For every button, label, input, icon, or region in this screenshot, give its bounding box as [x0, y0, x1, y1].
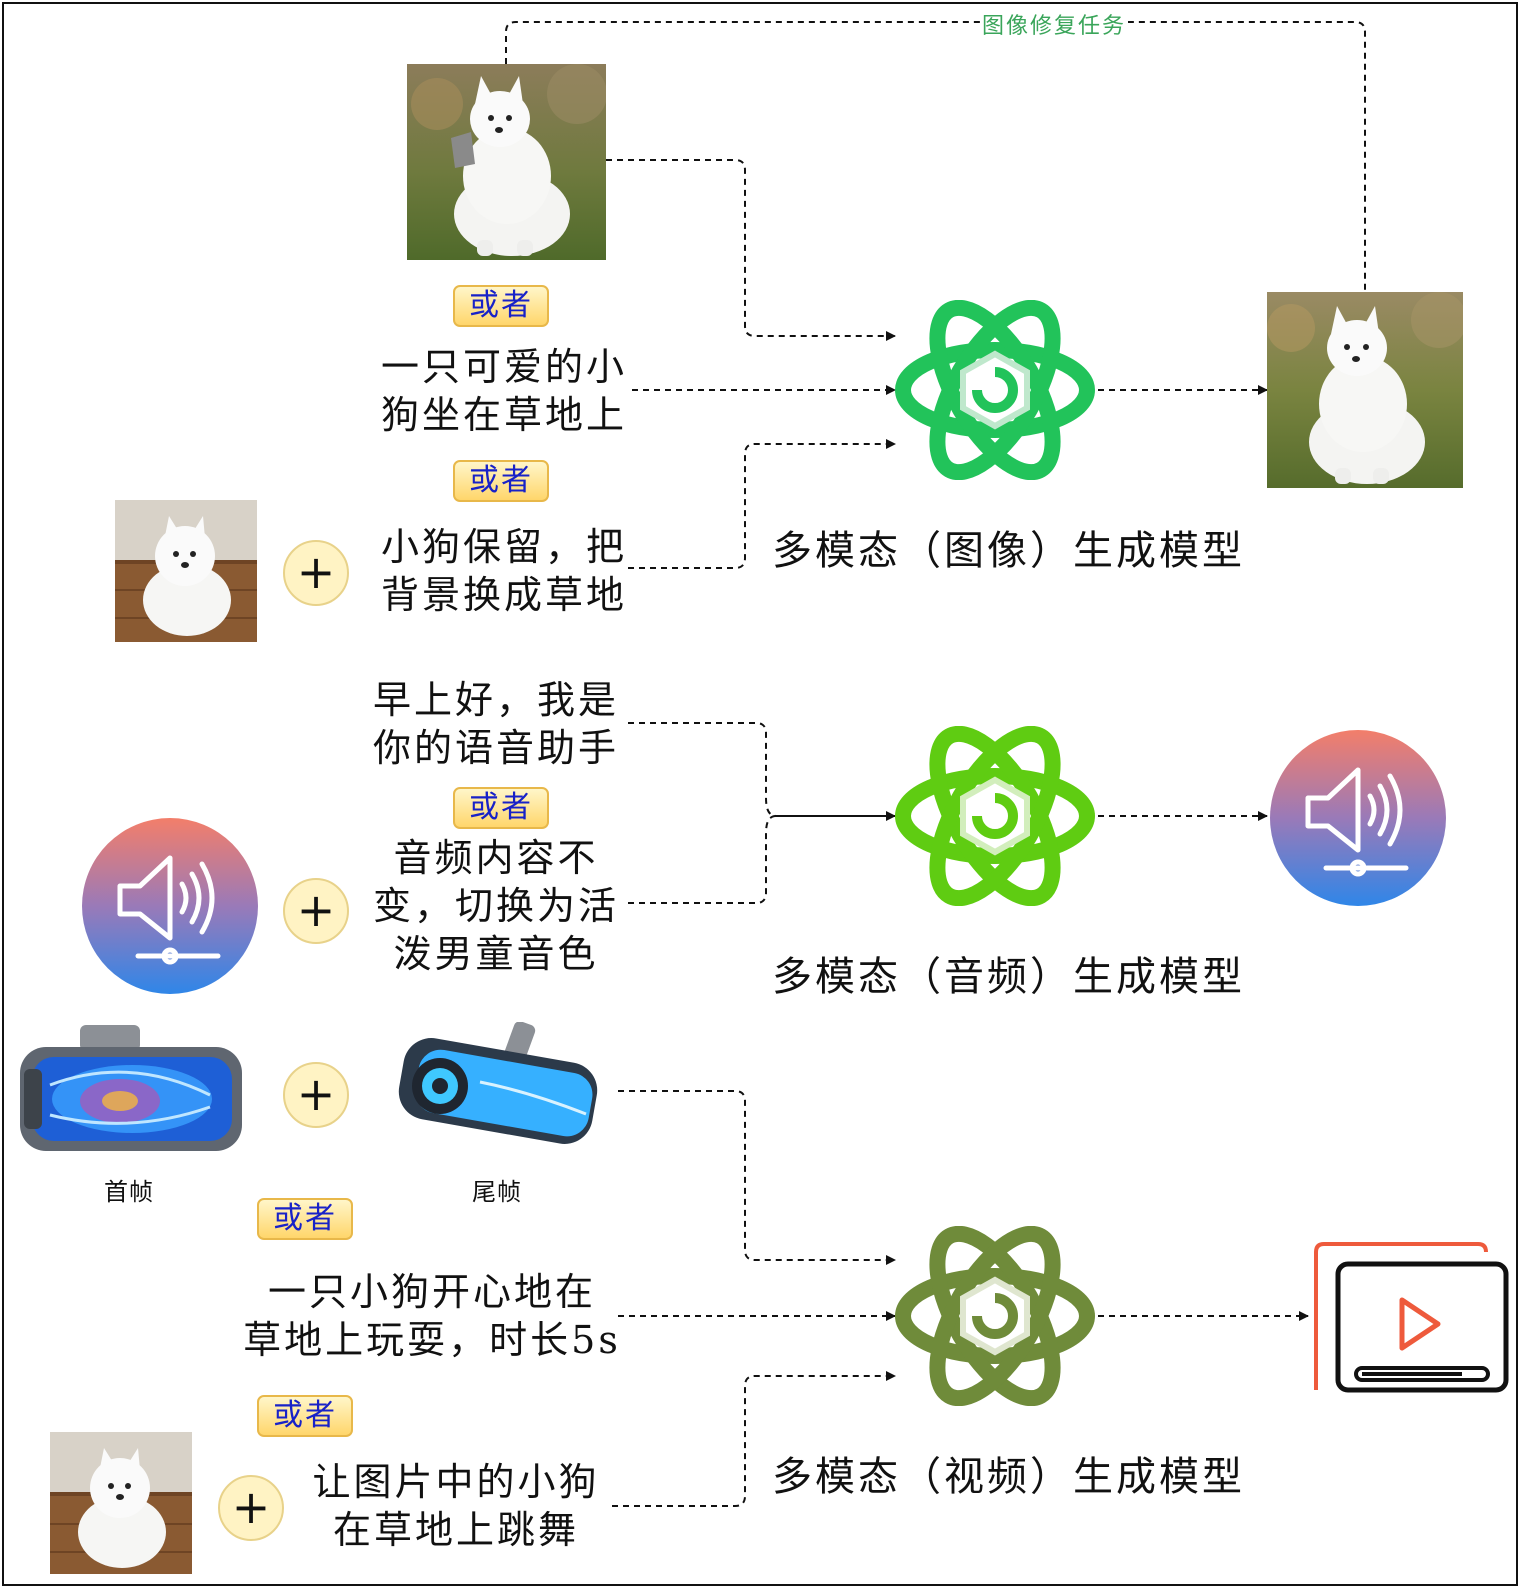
- dog-on-grass-output-photo: [1267, 292, 1463, 488]
- dog-indoor-photo-video: [50, 1432, 192, 1574]
- first-frame-label: 首帧: [104, 1178, 154, 1206]
- image-edit-text: 小狗保留，把 背景换成草地: [380, 525, 627, 617]
- plus-icon: +: [283, 1062, 349, 1128]
- or-badge: 或者: [453, 460, 549, 502]
- last-frame-label: 尾帧: [472, 1178, 522, 1206]
- image-prompt-text: 一只可爱的小 狗坐在草地上: [380, 345, 627, 437]
- connector-masked-image: [606, 159, 896, 341]
- connector-audio-prompt: [628, 722, 777, 817]
- audio-model-label: 多模态（音频）生成模型: [772, 954, 1245, 1000]
- speaker-icon: [82, 818, 258, 994]
- masked-dog-photo: [407, 64, 606, 260]
- last-frame-vacuum-photo: [380, 1022, 618, 1154]
- dog-indoor-photo: [115, 500, 257, 642]
- video-play-icon: [1312, 1240, 1512, 1394]
- or-badge: 或者: [257, 1198, 353, 1240]
- plus-icon: +: [218, 1475, 284, 1541]
- plus-icon: +: [283, 878, 349, 944]
- video-edit-text: 让图片中的小狗 在草地上跳舞: [312, 1460, 600, 1552]
- atom-model-icon: [895, 299, 1095, 481]
- connector-inpaint-task: [505, 21, 1366, 292]
- or-badge: 或者: [453, 787, 549, 829]
- video-prompt-text: 一只小狗开心地在 草地上玩耍，时长5s: [243, 1270, 621, 1362]
- atom-model-icon: [895, 1225, 1095, 1407]
- image-model-label: 多模态（图像）生成模型: [772, 528, 1245, 574]
- or-badge: 或者: [257, 1395, 353, 1437]
- or-badge: 或者: [453, 285, 549, 327]
- video-model-label: 多模态（视频）生成模型: [772, 1454, 1245, 1500]
- connector-video-frames: [618, 1090, 896, 1265]
- audio-edit-text: 音频内容不 变，切换为活 泼男童音色: [372, 836, 619, 976]
- speaker-output-icon: [1270, 730, 1446, 906]
- plus-icon: +: [283, 540, 349, 606]
- atom-model-icon: [895, 725, 1095, 907]
- inpaint-task-label: 图像修复任务: [980, 8, 1129, 40]
- audio-prompt-text: 早上好，我是 你的语音助手: [372, 678, 619, 770]
- connector-image-edit: [628, 439, 896, 569]
- first-frame-vacuum-photo: [10, 1025, 248, 1161]
- connector-audio-edit: [628, 815, 777, 904]
